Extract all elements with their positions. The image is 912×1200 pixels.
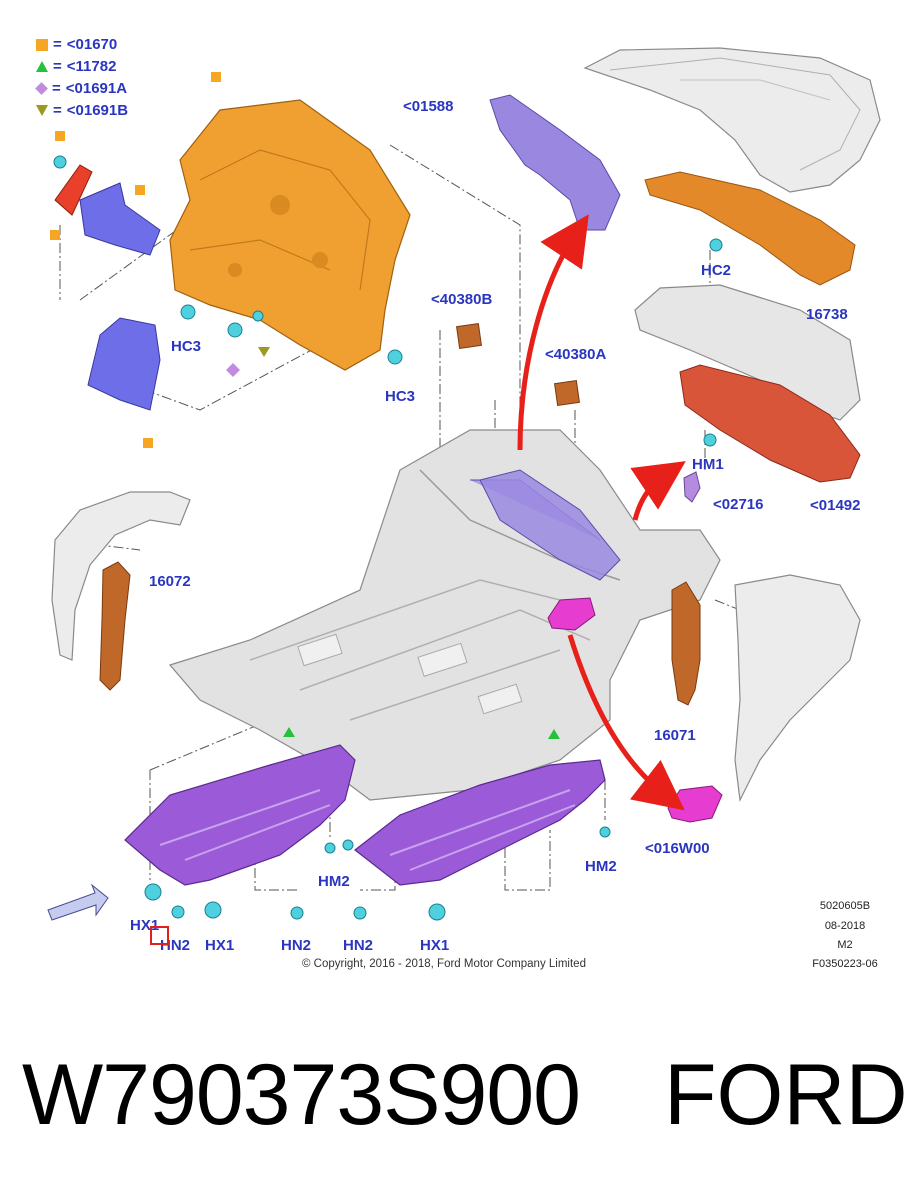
front-fender-panel (734, 574, 861, 803)
drawing-code: 5020605B (819, 900, 871, 912)
label-hc2: HC2 (701, 262, 732, 279)
legend-item-diamond: = <01691A (35, 80, 128, 97)
legend-item-triangle-up: = <11782 (36, 59, 116, 74)
label-hn2-c: HN2 (343, 937, 374, 954)
front-dash-insulator-part (169, 99, 411, 371)
part-number: W790373S900 (22, 1047, 581, 1143)
insulator-strip-16072 (99, 561, 131, 691)
legend-code: <01670 (66, 36, 118, 53)
legend-equals: = (52, 80, 61, 97)
label-01588: <01588 (403, 98, 454, 115)
label-016w00: <016W00 (645, 840, 710, 857)
body-violet-tunnel-part (479, 469, 621, 581)
legend-code: <01691B (66, 102, 129, 119)
legend-item-triangle-down: = <01691B (36, 103, 128, 118)
lower-violet-bracket (87, 317, 161, 411)
figure-number: F0350223-06 (812, 958, 878, 970)
red-arrows (517, 214, 686, 811)
label-40380b: <40380B (431, 291, 493, 308)
front-direction-arrow (47, 883, 109, 921)
label-hx1-b: HX1 (205, 937, 235, 954)
legend-equals: = (53, 36, 62, 53)
violet-upper-bracket (489, 94, 621, 231)
hood-panel (583, 47, 881, 193)
label-16738: 16738 (806, 306, 848, 323)
vehicle-floor-body (168, 429, 721, 801)
clip-fasteners (53, 155, 723, 921)
cowl-panel-part (634, 284, 861, 421)
label-hm2-center: HM2 (318, 873, 350, 890)
right-underbody-shield (354, 759, 606, 886)
label-16072: 16072 (149, 573, 191, 590)
magenta-bracket-on-body (547, 597, 596, 631)
label-16071: 16071 (654, 727, 696, 744)
label-hc3-right: HC3 (385, 388, 416, 405)
legend-item-square: = <01670 (36, 37, 117, 52)
label-hm1: HM1 (692, 456, 724, 473)
magenta-bracket-016w00 (667, 785, 723, 823)
legend-equals: = (53, 102, 62, 119)
label-40380a: <40380A (545, 346, 607, 363)
brand-name: FORD (664, 1047, 908, 1143)
label-02716: <02716 (713, 496, 764, 513)
label-hn2-b: HN2 (281, 937, 312, 954)
pad-40380a (554, 380, 580, 406)
rear-wheel-arch-liner (51, 491, 191, 661)
drawing-date: 08-2018 (824, 920, 866, 932)
copyright-notice: © Copyright, 2016 - 2018, Ford Motor Com… (302, 958, 586, 970)
hood-insulator-part (644, 171, 856, 286)
legend-code: <01691A (65, 80, 128, 97)
left-underbody-shield (124, 744, 356, 886)
square-marker-icon (36, 38, 48, 51)
dash-panel-insulator-part (679, 364, 861, 483)
callout-markers (50, 72, 560, 739)
label-01492: <01492 (810, 497, 861, 514)
olive-triangle-icon (36, 105, 48, 116)
small-violet-bracket-02716 (683, 471, 701, 503)
drawing-version: M2 (837, 939, 853, 951)
small-red-bracket (54, 164, 93, 216)
pad-40380b (456, 323, 482, 349)
highlight-box (150, 926, 169, 945)
diamond-marker-icon (35, 82, 48, 95)
green-triangle-icon (36, 61, 48, 72)
legend-equals: = (53, 58, 62, 75)
legend-code: <11782 (66, 58, 117, 75)
label-hm2-right: HM2 (585, 858, 617, 875)
exploded-parts-diagram (47, 47, 881, 921)
label-hx1-c: HX1 (420, 937, 450, 954)
insulator-strip-16071 (671, 581, 701, 706)
left-violet-bracket (79, 182, 161, 256)
label-hc3-left: HC3 (171, 338, 202, 355)
